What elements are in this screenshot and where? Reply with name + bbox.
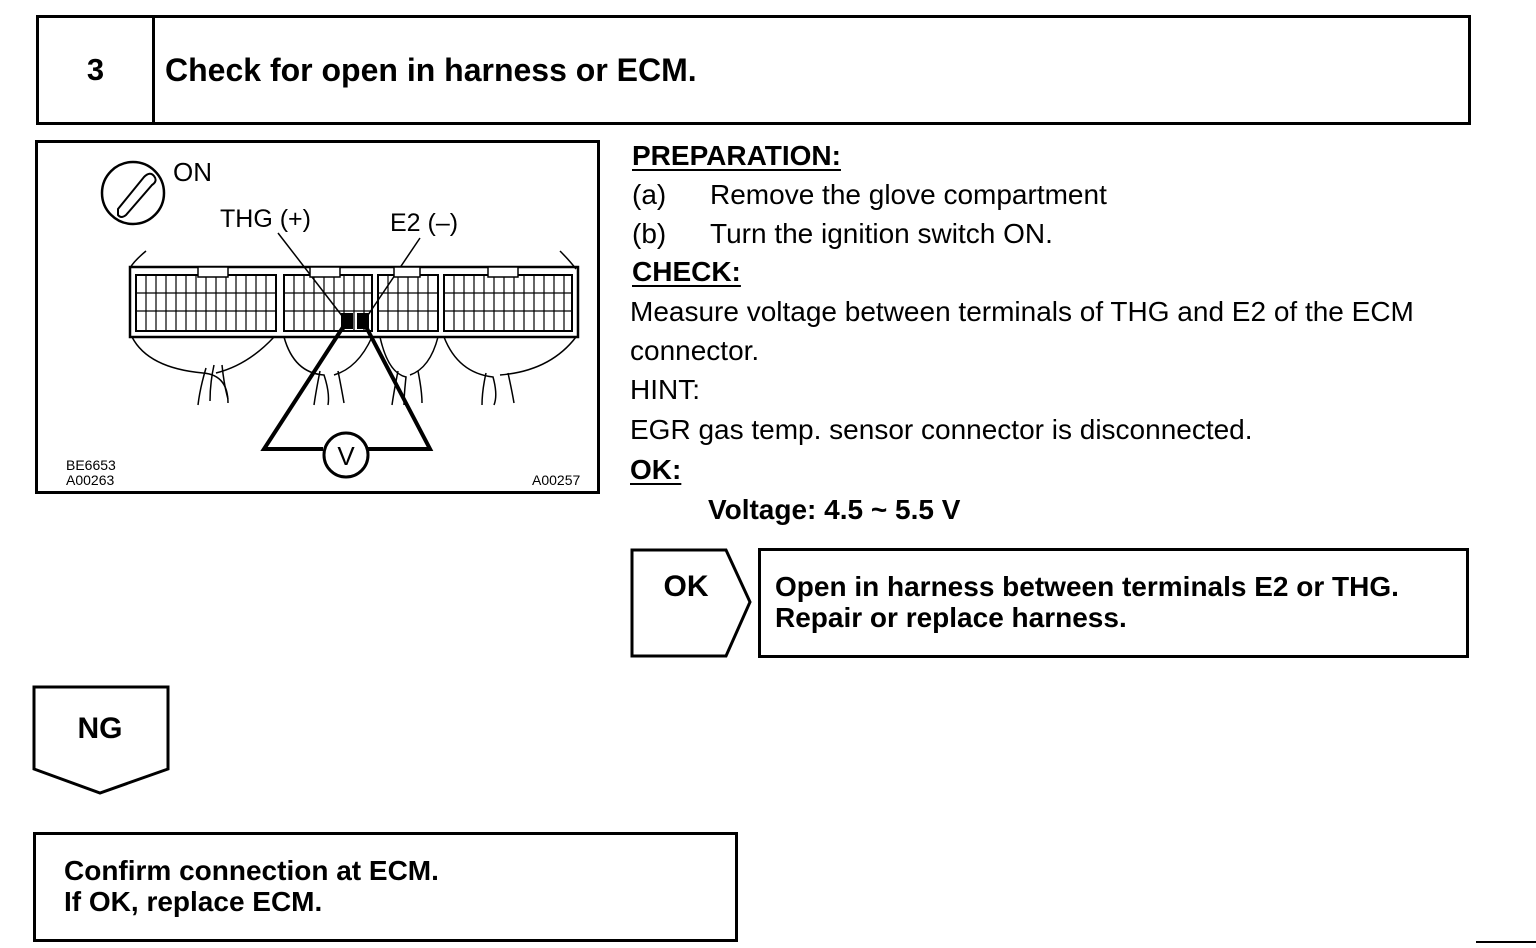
- figure-code: BE6653: [66, 457, 116, 473]
- figure-code: A00263: [66, 472, 114, 488]
- figure-code: A00257: [532, 472, 580, 488]
- hint-text: EGR gas temp. sensor connector is discon…: [630, 414, 1253, 445]
- probe-wire-thg: [260, 319, 349, 451]
- ok-spec-value: Voltage: 4.5 ~ 5.5 V: [708, 494, 961, 525]
- ignition-on-label: ON: [173, 157, 212, 187]
- voltmeter-label: V: [337, 441, 355, 471]
- ng-result-text: If OK, replace ECM.: [64, 886, 323, 917]
- ng-result-box: Confirm connection at ECM. If OK, replac…: [33, 832, 738, 942]
- e2-leader-line: [363, 237, 421, 322]
- ok-result-text: Repair or replace harness.: [775, 602, 1127, 633]
- thg-terminal-label: THG (+): [220, 205, 311, 233]
- check-instruction: connector.: [630, 335, 760, 366]
- ecm-connector-figure: ON THG (+) E2 (–): [35, 140, 600, 494]
- prep-step-text: Remove the glove compartment: [710, 179, 1107, 210]
- ok-branch-label: OK: [664, 570, 709, 603]
- hint-label: HINT:: [630, 374, 700, 405]
- ng-branch-label: NG: [78, 712, 123, 745]
- step-header: 3 Check for open in harness or ECM.: [36, 15, 1471, 125]
- preparation-heading: PREPARATION:: [632, 140, 841, 171]
- prep-step-marker: (b): [632, 218, 667, 249]
- prep-step-marker: (a): [632, 179, 667, 210]
- e2-terminal-label: E2 (–): [390, 209, 458, 237]
- page-edge-rule: [1476, 941, 1536, 943]
- prep-step-text: Turn the ignition switch ON.: [710, 218, 1053, 249]
- ok-result-text: Open in harness between terminals E2 or …: [775, 571, 1399, 602]
- ecm-connector: [128, 250, 580, 339]
- probe-wire-e2: [361, 320, 434, 451]
- ok-spec-heading: OK:: [630, 454, 682, 485]
- ecm-connector-diagram: ON THG (+) E2 (–): [66, 157, 580, 488]
- ng-result-text: Confirm connection at ECM.: [64, 855, 439, 886]
- check-heading: CHECK:: [632, 256, 741, 287]
- check-instruction: Measure voltage between terminals of THG…: [630, 296, 1414, 327]
- ng-branch-arrow: NG: [32, 685, 172, 802]
- wire-harness: [131, 336, 577, 406]
- step-number: 3: [39, 18, 155, 122]
- ok-result-box: Open in harness between terminals E2 or …: [758, 548, 1469, 658]
- ok-branch-arrow: OK: [630, 548, 754, 665]
- step-title: Check for open in harness or ECM.: [165, 51, 697, 88]
- voltmeter-icon: [322, 431, 370, 479]
- ignition-key-icon: [100, 160, 166, 226]
